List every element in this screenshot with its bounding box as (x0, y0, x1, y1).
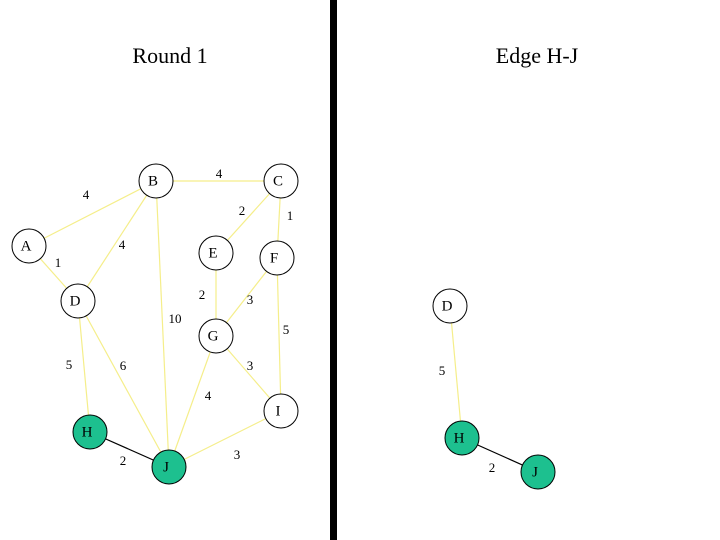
right-title: Edge H-J (496, 43, 579, 68)
left-node-label-h: H (82, 424, 93, 440)
left-edge-a-b (28, 180, 157, 247)
left-node-circle-g (198, 318, 234, 354)
left-edge-i-j (168, 410, 282, 468)
left-weight-a-d: 1 (55, 255, 62, 270)
left-node-e: E (198, 235, 234, 271)
left-weight-b-c: 4 (216, 166, 223, 181)
right-weight-h-j: 2 (489, 460, 496, 475)
left-edge-d-j (77, 300, 170, 468)
left-node-circle-a (11, 228, 47, 264)
right-node-circle-d (432, 288, 468, 324)
right-node-h: H (444, 420, 480, 456)
left-edge-b-j (155, 180, 170, 468)
left-node-circle-i (263, 393, 299, 429)
left-node-circle-e (198, 235, 234, 271)
left-node-label-d: D (70, 293, 81, 309)
left-title: Round 1 (132, 43, 207, 68)
left-edge-f-i (276, 257, 282, 412)
left-node-label-f: F (270, 250, 278, 266)
left-node-f: F (259, 240, 295, 276)
left-graph-edges (28, 180, 282, 468)
left-node-label-a: A (21, 238, 32, 254)
left-graph-nodes: A B C D E F G H I J (11, 163, 299, 485)
left-weight-d-h: 5 (66, 357, 73, 372)
right-node-label-j: J (532, 464, 538, 480)
left-node-circle-j (151, 449, 187, 485)
right-edge-d-h (449, 305, 463, 439)
left-node-a: A (11, 228, 47, 264)
left-weight-e-g: 2 (199, 287, 206, 302)
left-node-d: D (60, 283, 96, 319)
left-node-label-c: C (273, 173, 283, 189)
left-edge-b-d (77, 180, 157, 302)
right-node-j: J (520, 454, 556, 490)
left-node-b: B (138, 163, 174, 199)
left-weight-h-j: 2 (120, 453, 127, 468)
right-graph-weights: 52 (439, 363, 496, 475)
left-weight-d-j: 6 (120, 358, 127, 373)
left-weight-c-e: 2 (239, 203, 246, 218)
left-weight-b-d: 4 (119, 237, 126, 252)
left-node-circle-b (138, 163, 174, 199)
left-node-h: H (72, 414, 108, 450)
left-graph-weights: 4 1 4 4 10 2 1 2 3 5 5 6 3 4 2 3 (55, 166, 294, 468)
left-node-label-i: I (276, 403, 281, 419)
left-edge-g-j (168, 335, 217, 468)
right-node-label-d: D (442, 298, 453, 314)
right-weight-d-h: 5 (439, 363, 446, 378)
left-weight-c-f: 1 (287, 208, 294, 223)
right-node-circle-j (520, 454, 556, 490)
left-node-circle-c (263, 163, 299, 199)
left-weight-f-g: 3 (247, 292, 254, 307)
left-node-label-g: G (208, 328, 219, 344)
panel-divider (330, 0, 337, 540)
right-graph-nodes: D H J (432, 288, 556, 490)
left-edge-d-h (77, 300, 91, 433)
right-node-label-h: H (454, 430, 465, 446)
left-node-label-e: E (208, 245, 217, 261)
left-weight-i-j: 3 (234, 447, 241, 462)
left-weight-g-i: 3 (247, 358, 254, 373)
left-node-i: I (263, 393, 299, 429)
left-weight-g-j: 4 (205, 388, 212, 403)
left-node-label-j: J (163, 459, 169, 475)
left-node-circle-f (259, 240, 295, 276)
left-node-c: C (263, 163, 299, 199)
left-node-circle-d (60, 283, 96, 319)
right-node-d: D (432, 288, 468, 324)
left-weight-a-b: 4 (83, 187, 90, 202)
left-node-circle-h (72, 414, 108, 450)
left-weight-b-j: 10 (169, 311, 182, 326)
right-node-circle-h (444, 420, 480, 456)
left-weight-f-i: 5 (283, 322, 290, 337)
left-node-label-b: B (148, 173, 158, 189)
left-node-j: J (151, 449, 187, 485)
left-node-g: G (198, 318, 234, 354)
